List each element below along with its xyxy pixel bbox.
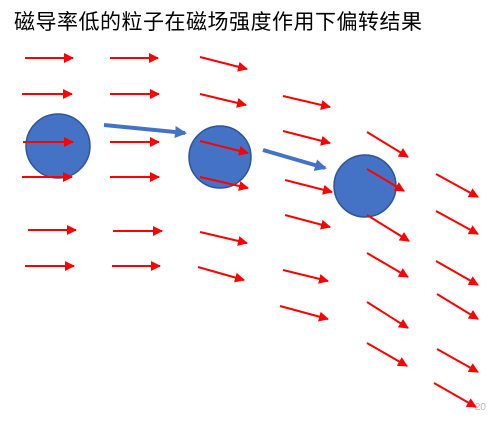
field-arrow-32 bbox=[366, 301, 409, 329]
field-arrow-15 bbox=[199, 176, 249, 191]
field-arrow-29 bbox=[366, 252, 409, 278]
motion-arrow-2 bbox=[262, 148, 327, 171]
field-arrow-7 bbox=[282, 95, 331, 110]
particles bbox=[25, 113, 397, 218]
field-arrow-11 bbox=[282, 130, 331, 146]
motion-arrow-1 bbox=[103, 123, 187, 138]
field-arrow-18 bbox=[435, 173, 479, 198]
field-arrow-17 bbox=[366, 168, 405, 192]
field-arrow-16 bbox=[284, 179, 333, 195]
field-arrow-12 bbox=[366, 131, 409, 158]
field-arrow-23 bbox=[366, 214, 410, 242]
page-title: 磁导率低的粒子在磁场强度作用下偏转结果 bbox=[14, 10, 423, 34]
particle-2 bbox=[188, 125, 252, 189]
particle-1 bbox=[25, 113, 91, 179]
field-arrow-22 bbox=[284, 214, 331, 230]
field-arrow-3 bbox=[199, 56, 248, 72]
field-arrow-31 bbox=[279, 305, 329, 322]
field-arrow-6 bbox=[199, 93, 247, 108]
field-arrow-27 bbox=[197, 266, 245, 283]
field-arrow-21 bbox=[199, 231, 248, 246]
motion-arrows bbox=[103, 123, 327, 171]
field-arrow-10 bbox=[199, 140, 249, 156]
field-arrow-33 bbox=[436, 293, 479, 320]
field-arrow-35 bbox=[436, 348, 479, 373]
particle-3 bbox=[333, 154, 397, 218]
magnetic-field-arrows bbox=[22, 53, 479, 408]
watermark: 20 bbox=[474, 402, 486, 413]
field-arrow-34 bbox=[366, 342, 408, 367]
field-arrow-28 bbox=[282, 269, 329, 284]
field-arrow-36 bbox=[433, 382, 477, 408]
field-arrow-30 bbox=[435, 260, 479, 286]
field-arrow-24 bbox=[435, 210, 479, 235]
